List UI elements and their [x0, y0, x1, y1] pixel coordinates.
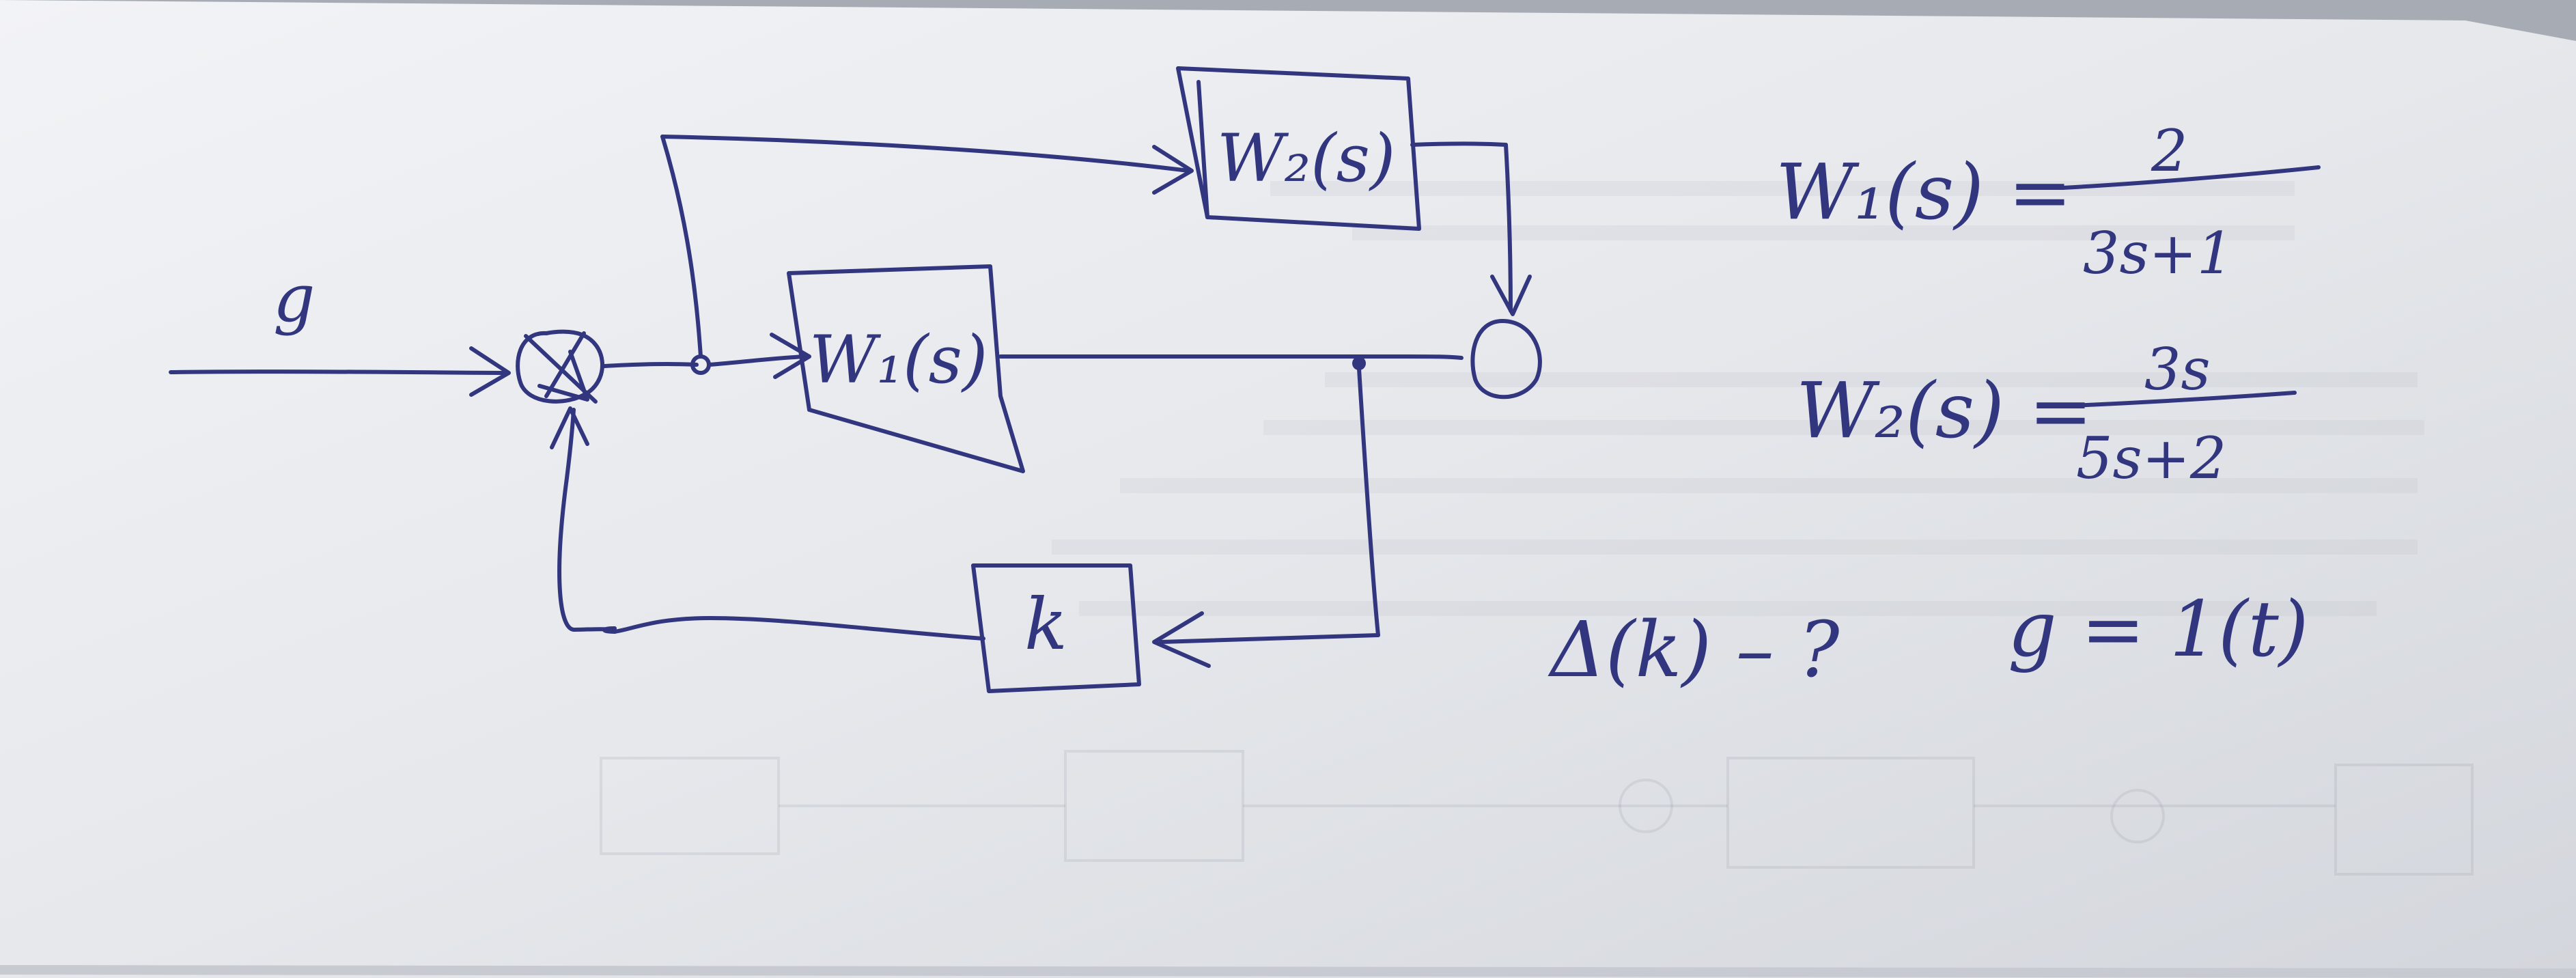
w2-down-line: [1504, 143, 1513, 313]
w1-eq-fraction-bar: [2060, 165, 2321, 190]
w2-eq-denominator: 5s+2: [2076, 425, 2226, 492]
w1-eq-denominator: 3s+1: [2083, 220, 2233, 287]
feedback-to-k-line: [1159, 633, 1380, 644]
k-label: k: [1024, 583, 1067, 666]
w1-label: W₁(s): [809, 322, 988, 398]
line-to-w1: [707, 354, 808, 367]
input-line: [169, 369, 507, 375]
equations: W₁(s) = 2 3s+1 W₂(s) = 3s 5s+2 Δ(k) – ? …: [1548, 117, 2321, 695]
block-diagram: g W₁(s) W₂(s): [169, 66, 1542, 693]
paper-edge: [0, 965, 2576, 978]
input-definition: g = 1(t): [2008, 585, 2308, 674]
w2-block: [1176, 66, 1421, 231]
w2-eq-lhs: W₂(s) =: [1796, 367, 2092, 456]
feedback-up-arrowhead: [550, 406, 589, 449]
forward-branch-up: [660, 135, 703, 359]
k-output-line: [613, 616, 985, 641]
w2-label: W₂(s): [1217, 120, 1395, 197]
w2-output-line: [1410, 141, 1508, 147]
question-text: Δ(k) – ?: [1548, 606, 1840, 695]
forward-branch-top: [660, 135, 1190, 173]
w1-eq-lhs: W₁(s) =: [1776, 148, 2072, 237]
feedback-up-line: [557, 408, 617, 632]
w2-eq-fraction-bar: [2054, 391, 2297, 408]
k-arrowhead: [1152, 611, 1211, 668]
w2-down-arrowhead: [1490, 275, 1532, 316]
summing-junction: [516, 329, 604, 404]
w2-arrowhead: [1152, 145, 1194, 195]
w2-block-inner-edge: [1196, 80, 1209, 219]
input-arrowhead: [469, 346, 511, 397]
w2-eq-numerator: 3s: [2144, 336, 2211, 403]
feedback-down-line: [1357, 367, 1380, 637]
line-to-branch: [602, 361, 699, 368]
feedback-pickoff-point: [1352, 357, 1366, 370]
bleed-through-texture: [600, 181, 2474, 876]
w1-block: [787, 264, 1025, 473]
line-to-output-node: [1405, 354, 1464, 360]
w1-arrowhead: [770, 333, 811, 379]
input-label: g: [273, 260, 315, 337]
output-summing-node: [1470, 319, 1542, 400]
k-block: [971, 563, 1141, 693]
w1-eq-numerator: 2: [2151, 117, 2187, 184]
